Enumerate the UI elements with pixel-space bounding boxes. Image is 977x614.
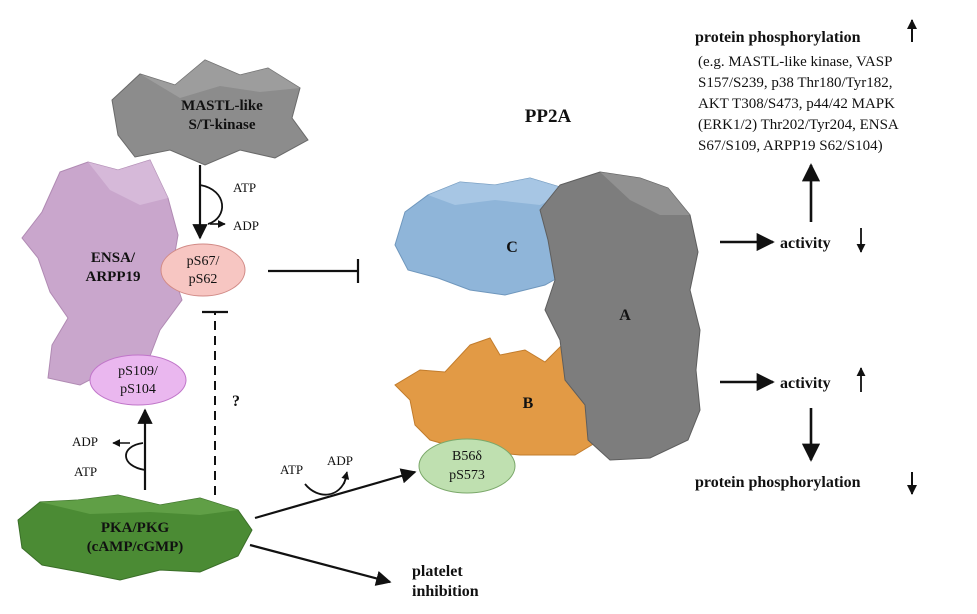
b56-atp-curve [304, 477, 347, 496]
mastl-kinase-shape [111, 59, 309, 166]
b56-atp-label: ATP [280, 462, 303, 477]
site-ps67-line1: pS67/ [187, 254, 220, 269]
kinase-adp-label: ADP [233, 218, 259, 233]
platelet-line1: platelet [412, 563, 463, 580]
pka-label-line2: (cAMP/cGMP) [87, 539, 184, 555]
activity-upper-label: activity [780, 235, 831, 252]
subunit-a-label: A [619, 307, 631, 324]
ensa-label-line2: ARPP19 [86, 269, 141, 285]
subunit-c-label: C [506, 239, 518, 256]
site-b56-line2: pS573 [449, 468, 485, 483]
subunit-c-shape [394, 177, 586, 296]
ensa-arpp19-shape [21, 159, 183, 386]
subunit-b-label: B [523, 395, 534, 412]
site-b56-line1: B56δ [452, 449, 482, 464]
phos-down-title: protein phosphorylation [695, 474, 861, 491]
pka-atp-label: ATP [74, 464, 97, 479]
pka-to-platelet-arrow [249, 543, 392, 586]
platelet-line2: inhibition [412, 583, 479, 600]
pka-adp-label: ADP [72, 434, 98, 449]
pka-pkg-shape [17, 494, 253, 581]
subunit-a-shape [539, 171, 701, 461]
b56-adp-arrow [341, 471, 350, 485]
site-ps109-shape [89, 354, 187, 406]
pp2a-title: PP2A [525, 106, 572, 127]
pka-label-line1: PKA/PKG [101, 520, 170, 536]
site-ps67-shape [160, 243, 246, 297]
kinase-atp-label: ATP [233, 180, 256, 195]
phos-example-1: (e.g. MASTL-like kinase, VASP [698, 54, 892, 70]
ensa-label-line1: ENSA/ [91, 250, 136, 266]
phos-example-2: S157/S239, p38 Thr180/Tyr182, [698, 75, 893, 91]
phos-up-title: protein phosphorylation [695, 29, 861, 46]
b56-adp-label: ADP [327, 453, 353, 468]
phos-example-5: S67/S109, ARPP19 S62/S104) [698, 138, 883, 154]
pka-atp-curve [125, 442, 146, 471]
pka-to-b56-arrow [254, 468, 417, 520]
subunit-b-shape [394, 337, 601, 456]
site-ps109-line1: pS109/ [118, 364, 158, 379]
site-ps67-line2: pS62 [189, 272, 218, 287]
kinase-label-line2: S/T-kinase [189, 117, 256, 133]
phos-example-4: (ERK1/2) Thr202/Tyr204, ENSA [698, 117, 899, 133]
kinase-atp-curve [199, 184, 224, 225]
site-ps109-line2: pS104 [120, 382, 156, 397]
activity-lower-label: activity [780, 375, 831, 392]
phos-example-3: AKT T308/S473, p44/42 MAPK [698, 96, 895, 112]
site-b56-shape [418, 438, 516, 494]
kinase-label-line1: MASTL-like [181, 98, 263, 114]
question-mark: ? [232, 393, 240, 410]
